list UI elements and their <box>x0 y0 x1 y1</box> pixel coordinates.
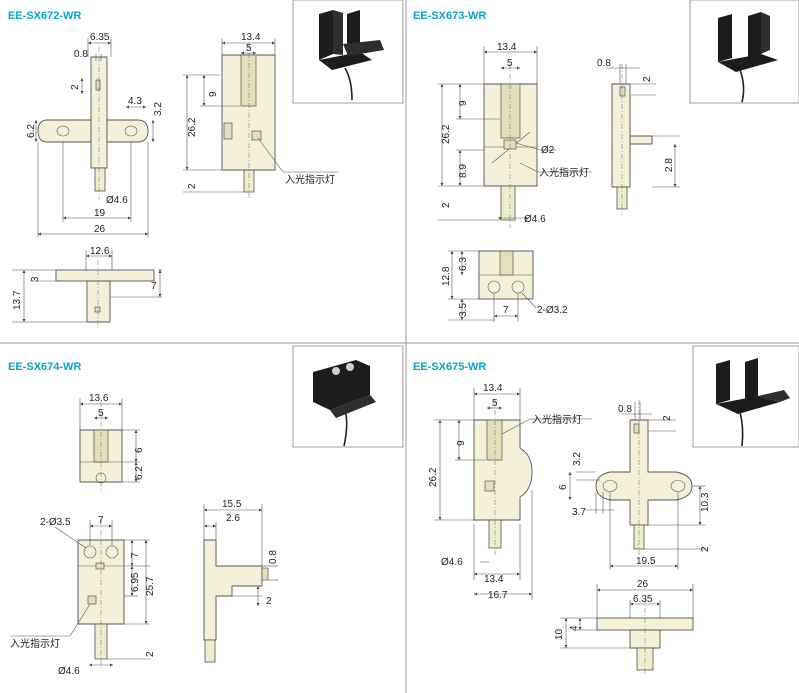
dim-label: 2 <box>145 651 156 657</box>
dim-label: 3.7 <box>572 507 586 518</box>
dim-label: 2.8 <box>664 158 675 172</box>
dim-label: 5 <box>246 43 252 54</box>
dim-label: 6.3 <box>458 257 469 271</box>
indicator-note: 入光指示灯 <box>10 637 60 650</box>
dim-label: 16.7 <box>488 590 508 601</box>
side-view: 0.8 2 2.8 <box>597 58 680 215</box>
dim-label: 2 <box>70 84 81 90</box>
product-photo-frame <box>689 0 799 104</box>
product-photo-sensor-icon <box>718 12 778 103</box>
dim-label: 6.95 <box>130 572 141 592</box>
front-view: 13.4 5 9 26.2 入光指示灯 Ø4.6 13.4 16.7 <box>428 383 592 601</box>
dim-label: 2 <box>441 202 452 208</box>
bottom-view: 12.6 3 7 13.7 <box>12 246 162 328</box>
dim-label: 26.2 <box>187 117 198 137</box>
dim-label: 13.4 <box>484 574 504 585</box>
model-title: EE-SX675-WR <box>413 361 486 373</box>
dim-label: 2-Ø3.2 <box>537 305 568 316</box>
indicator-note: 入光指示灯 <box>285 173 335 186</box>
dim-label: 6 <box>134 447 145 453</box>
dim-label: Ø2 <box>541 145 555 156</box>
side-view: 15.5 2.6 0.8 2 <box>203 499 279 663</box>
dim-label: Ø4.6 <box>106 195 128 206</box>
dim-label: 0.8 <box>268 550 279 564</box>
side-view: 13.4 5 9 26.2 2 入光指示灯 <box>183 32 338 200</box>
dim-label: 6.2 <box>26 124 37 138</box>
front-view: 13.4 5 9 26.2 8.9 2 Ø2 入光指示灯 Ø4.6 <box>438 42 592 228</box>
dim-label: 3.2 <box>572 452 583 466</box>
dim-label: 0.8 <box>597 58 611 69</box>
dim-label: 9 <box>458 100 469 106</box>
dim-label: 2.6 <box>226 513 240 524</box>
dim-label: 13.4 <box>241 32 261 43</box>
dim-label: 4 <box>569 625 580 631</box>
dim-label: 7 <box>151 281 157 292</box>
dim-label: 3 <box>30 276 41 282</box>
panel-ee-sx672-wr: EE-SX672-WR 6.35 0.8 2 <box>8 0 404 328</box>
product-photo-sensor-icon <box>313 360 376 447</box>
dim-label: 26.2 <box>441 124 452 144</box>
dim-label: 15.5 <box>222 499 242 510</box>
dim-label: 5 <box>507 58 513 69</box>
dim-label: 3.5 <box>458 303 469 317</box>
dim-label: 4.3 <box>128 96 142 107</box>
dim-label: Ø4.6 <box>58 666 80 677</box>
dim-label: 3.2 <box>153 102 164 116</box>
panel-ee-sx675-wr: EE-SX675-WR 13.4 5 9 <box>413 345 799 675</box>
dim-label: 19.5 <box>636 556 656 567</box>
front-view: 13.6 5 6 6.2 <box>79 393 145 490</box>
indicator-note: 入光指示灯 <box>532 413 582 426</box>
dim-label: 7 <box>98 515 104 526</box>
dim-label: 9 <box>456 440 467 446</box>
dim-label: Ø4.6 <box>441 557 463 568</box>
dim-label: 10 <box>554 628 565 640</box>
dim-label: 9 <box>208 91 219 97</box>
model-title: EE-SX673-WR <box>413 10 486 22</box>
dim-label: 2 <box>187 183 198 189</box>
dim-label: 12.8 <box>441 266 452 286</box>
dim-label: 6.35 <box>90 32 110 43</box>
dim-label: 26.2 <box>428 467 439 487</box>
indicator-note: 入光指示灯 <box>539 166 589 179</box>
model-title: EE-SX674-WR <box>8 361 81 373</box>
dim-label: 7 <box>503 305 509 316</box>
panel-ee-sx674-wr: EE-SX674-WR 13.6 5 6 <box>8 345 404 677</box>
dim-label: 2-Ø3.5 <box>40 517 71 528</box>
dim-label: 2 <box>662 415 673 421</box>
side-view: 0.8 2 3.2 6 3.7 10.3 2 19.5 <box>558 400 711 570</box>
dim-label: Ø4.6 <box>524 214 546 225</box>
bottom-view: 26 6.35 10 4 <box>554 579 694 675</box>
bottom-view: 12.8 6.3 3.5 7 2-Ø3.2 <box>441 250 568 322</box>
dim-label: 8.9 <box>458 164 469 178</box>
dim-label: 13.4 <box>483 383 503 394</box>
dim-label: 19 <box>94 208 106 219</box>
dim-label: 26 <box>94 224 106 235</box>
dim-label: 25.7 <box>145 576 156 596</box>
model-title: EE-SX672-WR <box>8 10 81 22</box>
dim-label: 10.3 <box>700 492 711 512</box>
product-photo-sensor-icon <box>716 358 790 447</box>
dim-label: 0.8 <box>618 404 632 415</box>
front-view: 6.35 0.8 2 4.3 3.2 6.2 Ø4.6 19 26 <box>26 32 164 237</box>
dim-label: 26 <box>637 579 649 590</box>
dim-label: 5 <box>492 398 498 409</box>
dim-label: 2 <box>700 546 711 552</box>
dim-label: 6 <box>558 484 569 490</box>
dim-label: 6.35 <box>633 594 653 605</box>
dim-label: 5 <box>98 408 104 419</box>
dim-label: 13.4 <box>497 42 517 53</box>
dim-label: 6.2 <box>134 466 145 480</box>
dim-label: 13.6 <box>89 393 109 404</box>
panel-ee-sx673-wr: EE-SX673-WR 13.4 5 9 <box>413 0 799 322</box>
dim-label: 13.7 <box>12 290 23 310</box>
dim-label: 2 <box>642 76 653 82</box>
dim-label: 12.6 <box>90 246 110 257</box>
dim-label: 7 <box>130 552 141 558</box>
product-photo-sensor-icon <box>319 10 384 101</box>
dim-label: 2 <box>266 596 272 607</box>
dim-label: 0.8 <box>74 49 88 60</box>
lower-front-view: 7 2-Ø3.5 7 6.95 25.7 2 入光指示灯 Ø4.6 <box>10 515 156 677</box>
